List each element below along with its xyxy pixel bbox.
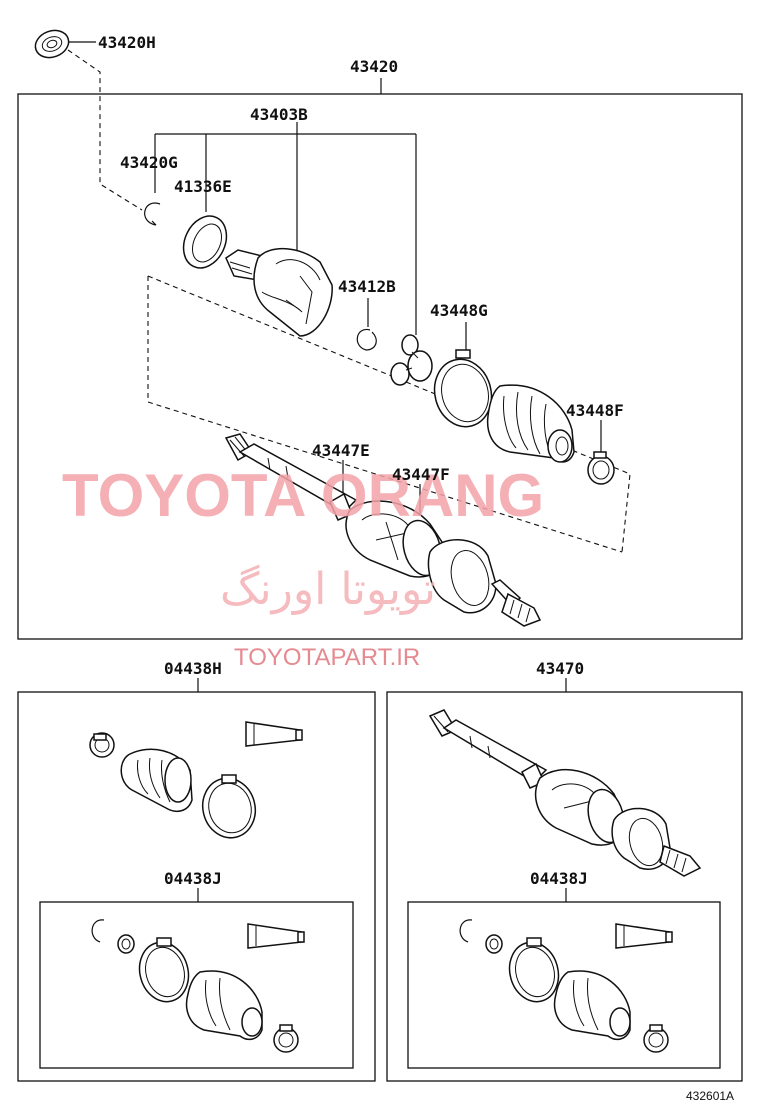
- tripod-joint: [390, 334, 433, 386]
- boot-kit-inner-frame-left: [39, 901, 354, 1069]
- label-43448g: 43448G: [430, 301, 488, 320]
- label-43447f: 43447F: [392, 465, 450, 484]
- leader-lines: [68, 41, 602, 902]
- label-43420h: 43420H: [98, 33, 156, 52]
- inner-boot: [486, 384, 575, 463]
- figure-code: 432601A: [686, 1089, 734, 1103]
- label-41336e: 41336E: [174, 177, 232, 196]
- label-43403b: 43403B: [250, 105, 308, 124]
- snap-ring-43420g: [144, 202, 161, 226]
- clamp-43448g: [433, 349, 493, 428]
- outer-joint-housing: [225, 247, 333, 337]
- shaft-assembly-43470: [428, 709, 702, 877]
- label-43420: 43420: [350, 57, 398, 76]
- watermark-brand-farsi: تویوتا اورنگ: [220, 564, 436, 615]
- clip-43412b: [356, 328, 377, 351]
- dashed-guides: [67, 49, 631, 553]
- part-labels: 43420H 43420 43403B 43420G 41336E 43412B…: [98, 33, 734, 1103]
- seal-43420h: [34, 29, 70, 59]
- label-43448f: 43448F: [566, 401, 624, 420]
- label-04438h: 04438H: [164, 659, 222, 678]
- main-shaft-assembly: [224, 433, 542, 627]
- label-04438j-right: 04438J: [530, 869, 588, 888]
- dust-seal-41336e: [182, 215, 228, 269]
- boot-kit-04438h: [89, 721, 303, 839]
- label-04438j-left: 04438J: [164, 869, 222, 888]
- shaft-assembly-frame-right: [386, 691, 743, 1082]
- label-43412b: 43412B: [338, 277, 396, 296]
- label-43420g: 43420G: [120, 153, 178, 172]
- label-43470: 43470: [536, 659, 584, 678]
- main-assembly-frame: [17, 93, 743, 640]
- clamp-43448f: [587, 451, 615, 485]
- watermark-brand: TOYOTA ORANG: [62, 462, 544, 529]
- boot-kit-frame-left: [17, 691, 376, 1082]
- label-43447e: 43447E: [312, 441, 370, 460]
- boot-kit-04438j-left: [91, 919, 305, 1053]
- boot-kit-04438j-right: [459, 919, 673, 1053]
- boot-kit-inner-frame-right: [407, 901, 721, 1069]
- watermark-site: TOYOTAPART.IR: [234, 644, 420, 671]
